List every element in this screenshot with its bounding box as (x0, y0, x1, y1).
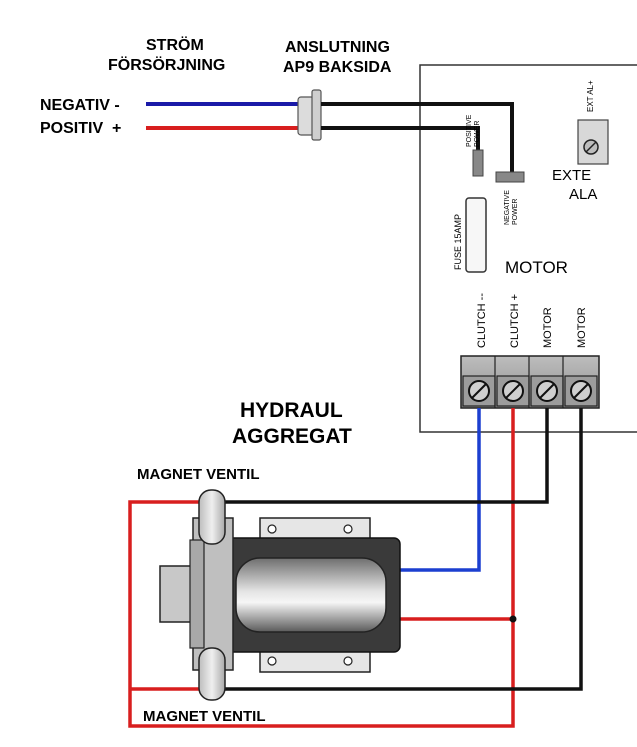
positive-label: POSITIV + (40, 120, 121, 137)
terminal-label-motor-1: MOTOR (542, 307, 554, 348)
connector-to-positive-terminal-wire (321, 126, 480, 155)
motor-heading: MOTOR (505, 258, 568, 277)
clutch-minus-wire (400, 408, 481, 572)
terminal-label-clutch-minus: CLUTCH -- (476, 293, 488, 348)
terminal-label-clutch-plus: CLUTCH + (509, 294, 521, 348)
hydraulic-unit-label-2: AGGREGAT (232, 425, 352, 448)
negative-label: NEGATIV - (40, 97, 120, 114)
fuse-label: FUSE 15AMP (453, 214, 463, 270)
motor-2-screw-icon (570, 380, 592, 402)
positive-power-spade (472, 149, 484, 177)
negative-power-spade (495, 171, 525, 183)
lower-solenoid-label: MAGNET VENTIL (143, 708, 266, 725)
motor-1-screw-icon (536, 380, 558, 402)
positive-power-label: POSITIVE POWER (466, 113, 481, 147)
negative-power-label: NEGATIVE POWER (504, 188, 519, 225)
clutch-minus-screw-icon (468, 380, 490, 402)
control-board-outline (419, 64, 637, 433)
hydraulic-unit (159, 517, 401, 673)
power-supply-label-1: STRÖM (146, 35, 204, 54)
upper-solenoid-label: MAGNET VENTIL (137, 466, 260, 483)
clutch-plus-screw-icon (502, 380, 524, 402)
fuse (465, 197, 487, 273)
connector-to-negative-terminal-wire (321, 102, 514, 174)
connector-label-2: AP9 BAKSIDA (283, 59, 392, 76)
power-supply-label-2: FÖRSÖRJNING (108, 55, 225, 74)
motor-1-wire (220, 408, 549, 504)
ap9-connector (297, 89, 322, 141)
connector-label-1: ANSLUTNING (285, 39, 390, 56)
junction-dot (509, 615, 517, 623)
external-alarm-label-2: ALA (569, 186, 597, 203)
ext-al-label: EXT AL+ (586, 80, 595, 112)
lower-solenoid-plug (198, 647, 226, 701)
external-alarm-label-1: EXTE (552, 167, 591, 184)
upper-solenoid-plug (198, 489, 226, 545)
terminal-label-motor-2: MOTOR (576, 307, 588, 348)
motor-2-wire (220, 408, 583, 691)
hydraulic-unit-label-1: HYDRAUL (240, 399, 343, 422)
